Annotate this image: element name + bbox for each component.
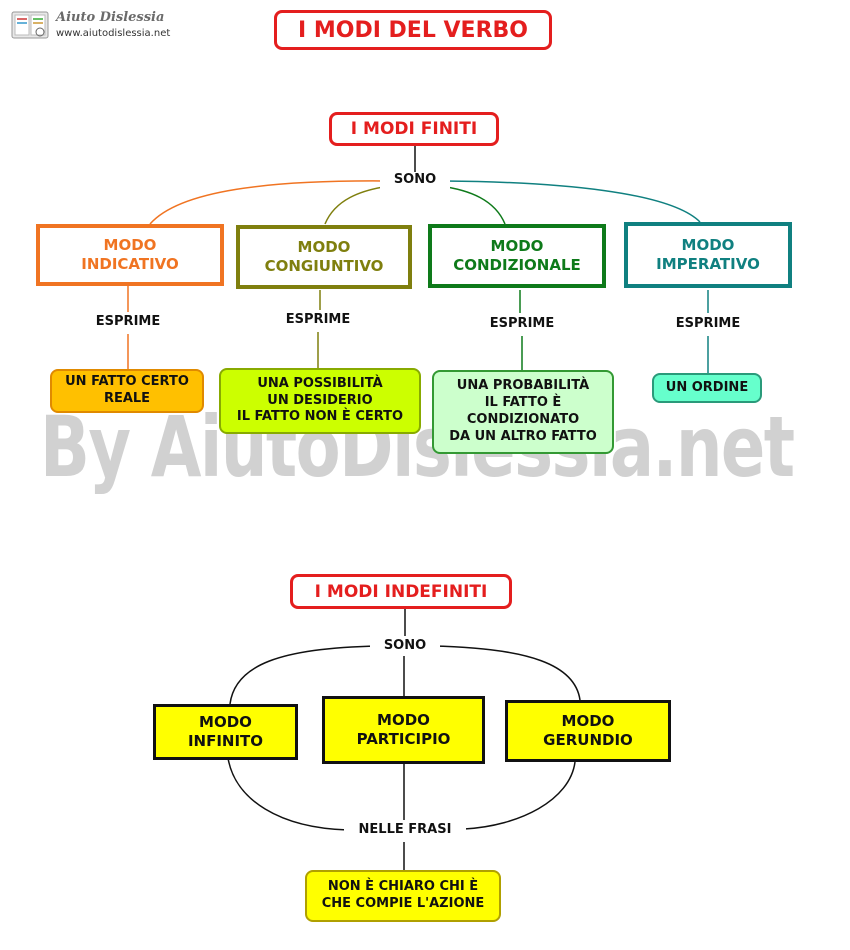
mode-box-imperativo: MODO IMPERATIVO: [624, 222, 792, 288]
book-icon: [10, 6, 52, 42]
indefiniti-bottom-connector-label: NELLE FRASI: [344, 822, 466, 840]
site-logo[interactable]: Aiuto Dislessia www.aiutodislessia.net: [10, 6, 180, 46]
result-box-congiuntivo: UNA POSSIBILITÀ UN DESIDERIO IL FATTO NO…: [219, 368, 421, 434]
result-box-indefiniti: NON È CHIARO CHI È CHE COMPIE L'AZIONE: [305, 870, 501, 922]
indefiniti-title: I MODI INDEFINITI: [290, 574, 512, 609]
result-box-imperativo: UN ORDINE: [652, 373, 762, 403]
mode-box-infinito: MODO INFINITO: [153, 704, 298, 760]
mode-box-participio: MODO PARTICIPIO: [322, 696, 485, 764]
finiti-connector-label: SONO: [380, 172, 450, 190]
logo-url: www.aiutodislessia.net: [56, 28, 171, 39]
verb-label-indicativo: ESPRIME: [88, 314, 168, 332]
finiti-title: I MODI FINITI: [329, 112, 499, 146]
verb-label-imperativo: ESPRIME: [668, 316, 748, 334]
page-title: I MODI DEL VERBO: [274, 10, 552, 50]
mode-box-indicativo: MODO INDICATIVO: [36, 224, 224, 286]
logo-title: Aiuto Dislessia: [56, 10, 165, 25]
indefiniti-connector-label: SONO: [370, 638, 440, 656]
verb-label-congiuntivo: ESPRIME: [278, 312, 358, 330]
mode-box-gerundio: MODO GERUNDIO: [505, 700, 671, 762]
mode-box-condizionale: MODO CONDIZIONALE: [428, 224, 606, 288]
result-box-condizionale: UNA PROBABILITÀ IL FATTO È CONDIZIONATO …: [432, 370, 614, 454]
mode-box-congiuntivo: MODO CONGIUNTIVO: [236, 225, 412, 289]
result-box-indicativo: UN FATTO CERTO REALE: [50, 369, 204, 413]
verb-label-condizionale: ESPRIME: [482, 316, 562, 334]
